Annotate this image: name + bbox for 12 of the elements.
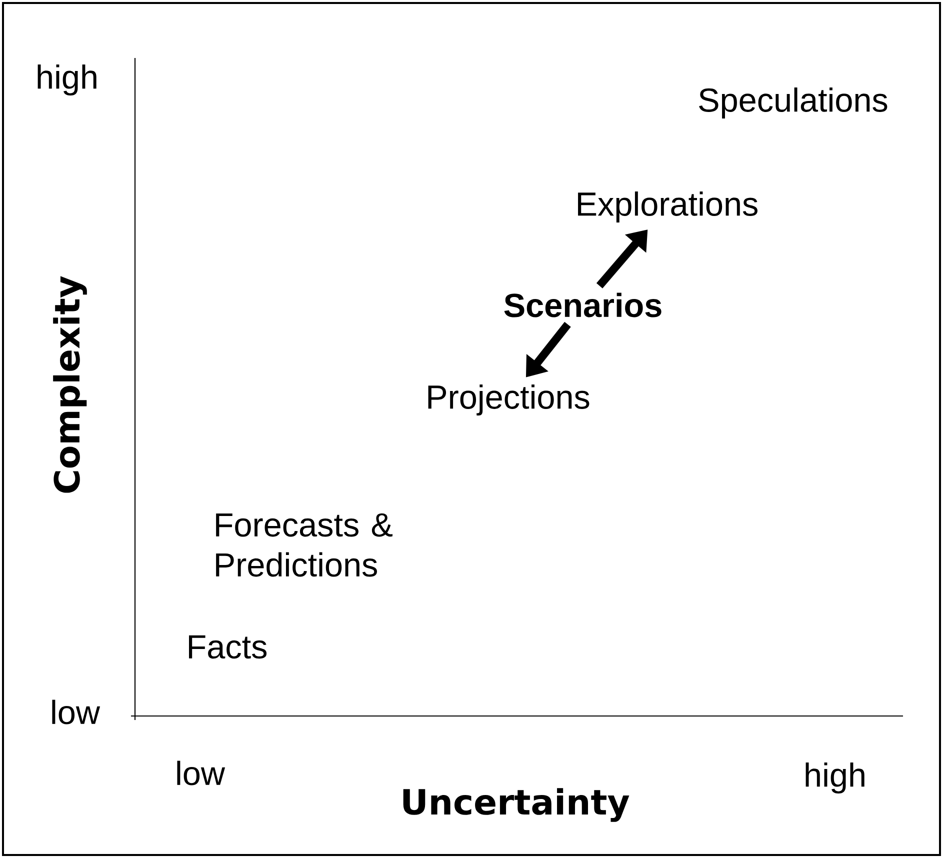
axis-level: low — [177, 760, 226, 786]
node-text: Projections — [428, 384, 590, 416]
axis-level: low — [52, 700, 100, 724]
node-text: Scenarios — [504, 292, 662, 318]
axis-level: high — [806, 762, 864, 794]
axis-title: Complexity — [53, 276, 87, 493]
axis-title: Uncertainty — [403, 788, 630, 822]
quadrant-label: Forecasts & Predictions — [216, 513, 392, 577]
node-text: Explorations — [578, 191, 758, 223]
quadrant-label: Speculations — [699, 87, 888, 119]
quadrant-label: Facts — [189, 635, 267, 659]
axis-level: high — [38, 64, 96, 96]
